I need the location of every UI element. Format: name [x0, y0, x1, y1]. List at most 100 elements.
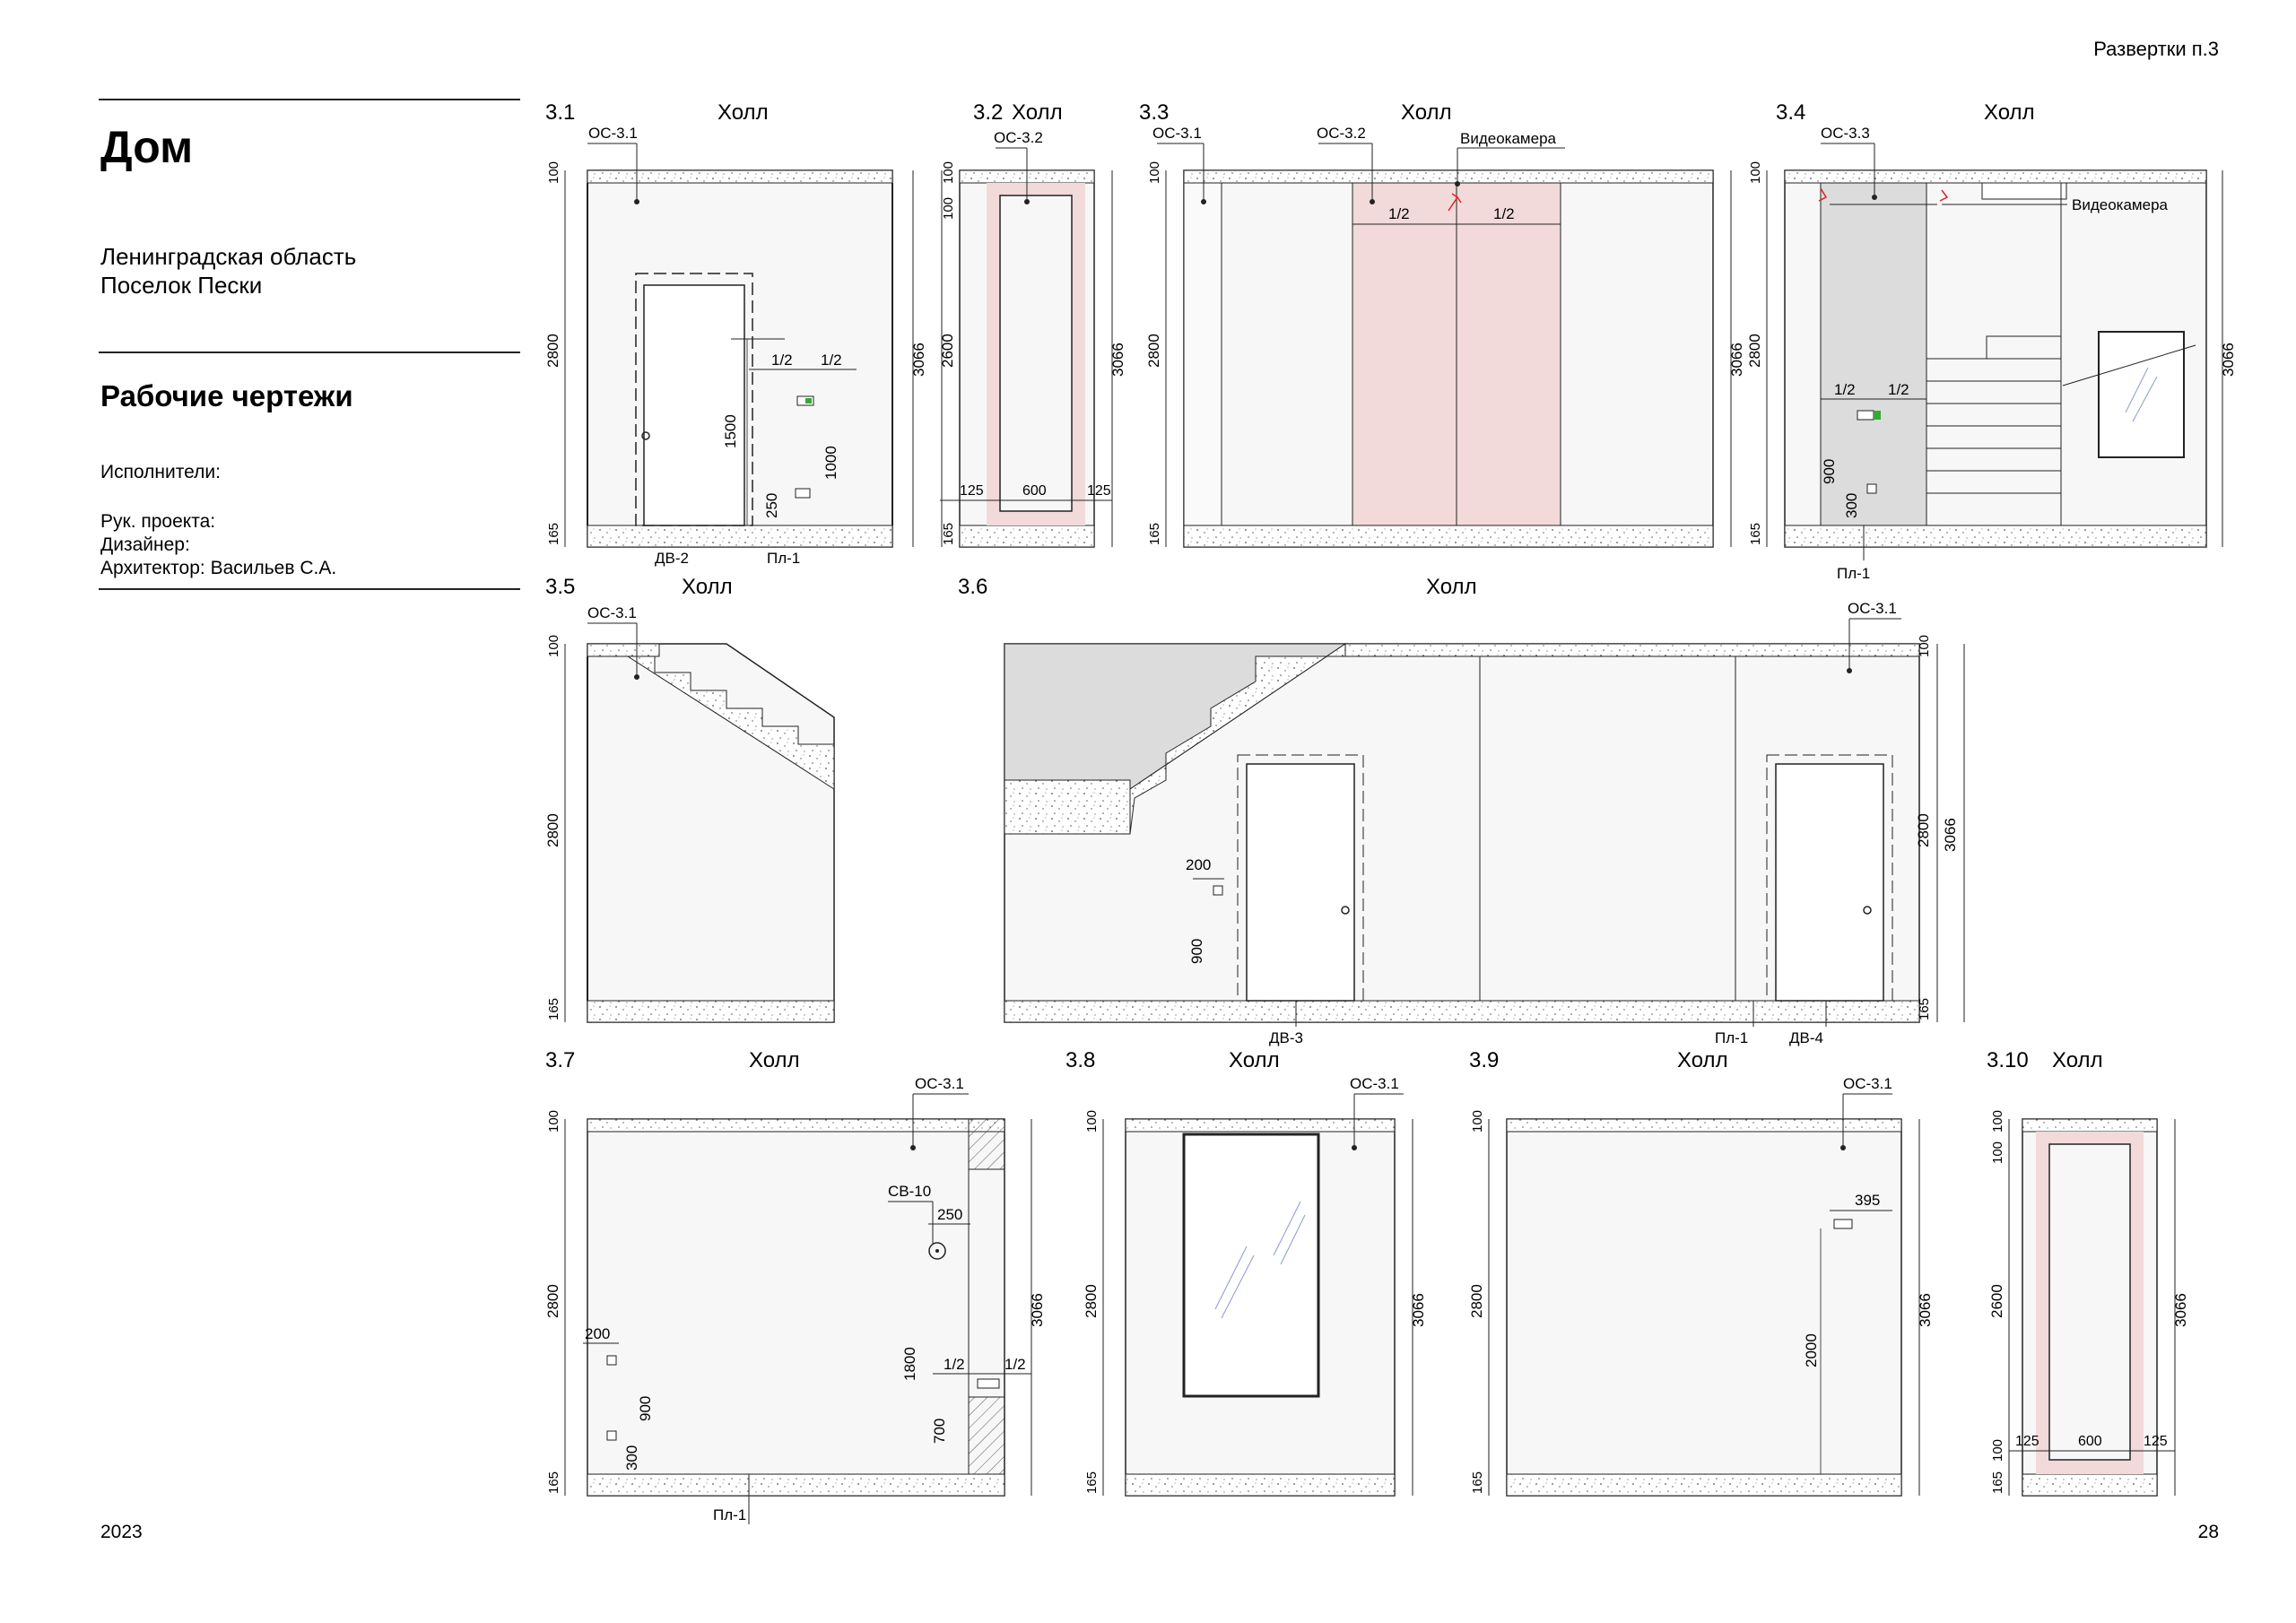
dim-200: 200: [1186, 856, 1211, 873]
socket-icon: [795, 488, 811, 499]
door-frame: [635, 273, 753, 526]
window: [2098, 331, 2185, 458]
dim-165: 165: [1084, 1471, 1100, 1494]
view-3-7: 3.7 Холл 200 900 300 1800 700 1/2 1/2 25…: [544, 1048, 1046, 1524]
dim-900: 900: [1821, 459, 1838, 484]
dim-half: 1/2: [944, 1356, 965, 1373]
view-number: 3.9: [1469, 1048, 1499, 1072]
dim-2800: 2800: [544, 334, 561, 368]
view-3-8: 3.8 Холл 100 2800 165 3066 ОС-3.1: [1065, 1048, 1427, 1497]
project-title: Дом: [100, 122, 194, 172]
dim-100: 100: [1470, 1110, 1485, 1133]
dim-3066: 3066: [1029, 1293, 1046, 1327]
dim-2600: 2600: [939, 334, 956, 368]
view-number: 3.2: [973, 100, 1003, 125]
view-number: 3.6: [958, 575, 987, 599]
dim-125: 125: [960, 483, 984, 499]
dim-125: 125: [1087, 483, 1111, 499]
page-number: 28: [2197, 1522, 2219, 1542]
project-lead: Рук. проекта:: [100, 511, 216, 532]
dim-600: 600: [2078, 1434, 2102, 1449]
dim-100: 100: [1917, 635, 1932, 657]
tag-os31: ОС-3.1: [1152, 125, 1202, 142]
view-number: 3.3: [1139, 100, 1169, 125]
dim-165: 165: [546, 523, 561, 545]
tag-dv3: ДВ-3: [1269, 1029, 1303, 1046]
divider-bottom: [99, 588, 520, 590]
project-subtitle: Рабочие чертежи: [100, 379, 353, 412]
view-room: Холл: [749, 1048, 800, 1072]
tag-os32: ОС-3.2: [1317, 125, 1366, 142]
dim-700: 700: [931, 1419, 948, 1444]
tag-pl1: Пл-1: [1715, 1029, 1748, 1046]
niche: [999, 195, 1073, 512]
location-line-1: Ленинградская область: [100, 243, 357, 270]
dim-100: 100: [546, 635, 561, 657]
dim-165: 165: [941, 523, 956, 545]
dim-165: 165: [1147, 523, 1162, 545]
dim-3066: 3066: [2220, 343, 2237, 377]
view-room: Холл: [1229, 1048, 1280, 1072]
door: [1775, 763, 1884, 1002]
view-room: Холл: [1677, 1048, 1728, 1072]
view-number: 3.10: [1987, 1048, 2029, 1072]
dim-half: 1/2: [1888, 381, 1909, 398]
tag-os31: ОС-3.1: [1848, 600, 1897, 617]
view-3-1: 3.1 Холл 1/2 1/2 1500 1000 250 100 2800 …: [544, 100, 927, 567]
dim-300: 300: [623, 1445, 640, 1471]
dim-165: 165: [1470, 1471, 1485, 1494]
divider-top: [99, 99, 520, 100]
door-handle-icon: [1863, 906, 1872, 915]
dim-165: 165: [546, 1471, 561, 1494]
view-room: Холл: [2052, 1048, 2103, 1072]
tag-os31: ОС-3.1: [588, 125, 638, 142]
view-3-5: 3.5 Холл 100 2800 165 ОС-3.1: [544, 575, 835, 1023]
dim-900: 900: [637, 1396, 654, 1421]
dim-3066: 3066: [1410, 1293, 1427, 1327]
dim-165: 165: [546, 998, 561, 1020]
tag-os31: ОС-3.1: [915, 1075, 964, 1092]
tag-camera: Видеокамера: [1460, 130, 1557, 147]
door-handle-icon: [641, 431, 650, 440]
dim-300: 300: [1843, 493, 1860, 518]
dim-2800: 2800: [544, 1284, 561, 1318]
view-room: Холл: [1012, 100, 1063, 125]
dim-100: 100: [1748, 161, 1763, 184]
view-room: Холл: [1426, 575, 1477, 599]
dim-half: 1/2: [821, 352, 842, 369]
dim-2000: 2000: [1803, 1333, 1820, 1367]
dim-3066: 3066: [910, 343, 927, 377]
dim-100: 100: [546, 161, 561, 184]
dim-165: 165: [1917, 998, 1932, 1020]
dim-3066: 3066: [1109, 343, 1126, 377]
dim-3066: 3066: [1917, 1293, 1934, 1327]
location-line-2: Поселок Пески: [100, 272, 263, 299]
dim-395: 395: [1855, 1192, 1880, 1209]
window: [1182, 1133, 1320, 1398]
tag-dv4: ДВ-4: [1789, 1029, 1823, 1046]
dim-100: 100: [941, 197, 956, 220]
dim-125: 125: [2144, 1434, 2168, 1449]
tag-dv2: ДВ-2: [655, 550, 689, 567]
dim-250: 250: [763, 493, 780, 518]
view-number: 3.7: [545, 1048, 575, 1072]
view-number: 3.5: [545, 575, 575, 599]
tag-os31: ОС-3.1: [1843, 1075, 1892, 1092]
year: 2023: [100, 1522, 143, 1542]
view-3-6: 3.6 Холл 200 900 100 2800 165 3066 ОС-3.…: [958, 575, 1965, 1046]
dim-100: 100: [1147, 161, 1162, 184]
view-3-2: 3.2 Холл 100 100 2600 165 3066 125 600 1…: [939, 100, 1126, 548]
sheet-label: Развертки п.3: [2093, 38, 2219, 60]
dim-1500: 1500: [722, 414, 739, 448]
dim-200: 200: [585, 1325, 610, 1342]
dim-2800: 2800: [1746, 334, 1763, 368]
dim-100: 100: [1084, 1110, 1100, 1133]
divider-middle: [99, 352, 520, 353]
view-number: 3.8: [1065, 1048, 1095, 1072]
dim-165: 165: [1748, 523, 1763, 545]
dim-2800: 2800: [1145, 334, 1162, 368]
dim-1000: 1000: [822, 446, 839, 480]
dim-100: 100: [1990, 1439, 2005, 1462]
tag-pl1: Пл-1: [767, 550, 800, 567]
